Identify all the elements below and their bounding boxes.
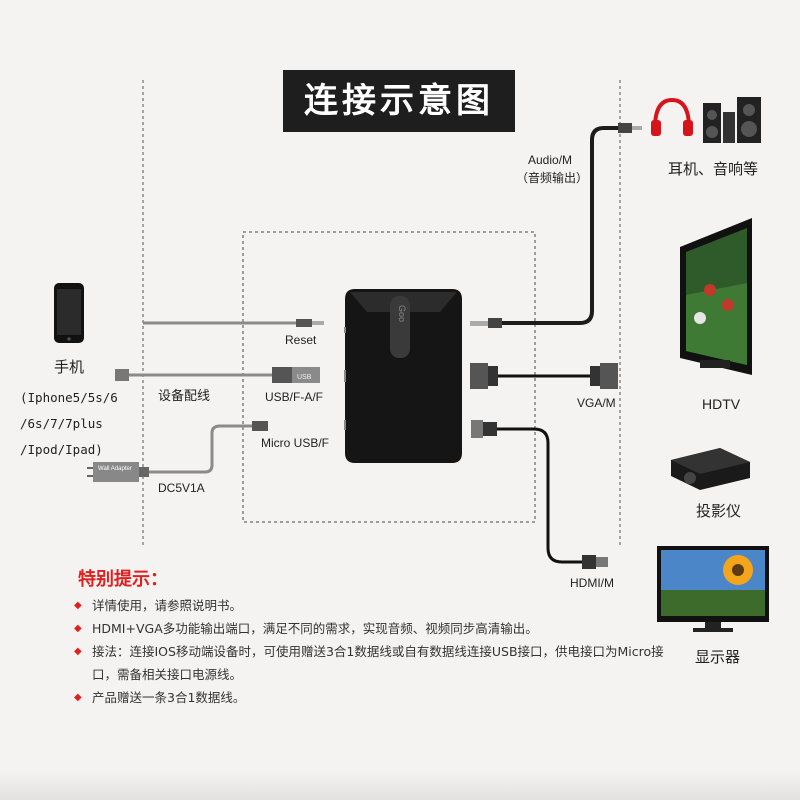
- hdmi-label: HDMI/M: [570, 576, 614, 590]
- speakers-icon: [703, 97, 761, 143]
- adapter-device: Goo: [344, 289, 462, 463]
- micro-usb-label: Micro USB/F: [261, 436, 330, 450]
- bullet-icon: ◆: [74, 646, 82, 657]
- cable-label: 设备配线: [158, 389, 211, 404]
- phone-model-line: /6s/7/7plus: [20, 416, 103, 431]
- tip-item: ◆ 产品赠送一条3合1数据线。: [74, 686, 674, 709]
- bullet-icon: ◆: [74, 692, 82, 703]
- monitor-icon: [657, 546, 769, 632]
- audio-cable: [470, 123, 642, 328]
- bullet-icon: ◆: [74, 623, 82, 634]
- tip-text: 详情使用，请参照说明书。: [92, 598, 243, 613]
- tip-item: ◆ 详情使用，请参照说明书。: [74, 594, 674, 617]
- phone-icon: [54, 283, 84, 343]
- monitor-label: 显示器: [695, 648, 741, 666]
- reset-cable: [143, 319, 324, 327]
- tip-text: 接法：连接IOS移动端设备时，可使用赠送3合1数据线或自有数据线连接USB接口，…: [92, 644, 664, 682]
- vga-cable: [470, 363, 618, 389]
- phone-model-line: /Ipod/Ipad): [20, 442, 103, 457]
- headphones-icon: [651, 97, 693, 136]
- usb-plug-text: USB: [297, 374, 312, 381]
- phone-label: 手机: [54, 358, 85, 376]
- audio-port-label-cn: （音频输出）: [516, 171, 589, 185]
- tips-list: ◆ 详情使用，请参照说明书。 ◆ HDMI+VGA多功能输出端口，满足不同的需求，实…: [74, 594, 674, 709]
- usb-port-label: USB/F-A/F: [265, 390, 324, 404]
- hdtv-icon: [680, 218, 752, 375]
- adapter-label: Wall Adapter: [98, 466, 132, 472]
- projector-icon: [671, 448, 750, 490]
- projector-label: 投影仪: [696, 502, 742, 520]
- device-dashed-box: [242, 231, 536, 523]
- vga-label: VGA/M: [577, 396, 616, 410]
- hdmi-cable: [471, 420, 608, 569]
- phone-models: (Iphone5/5s/6 /6s/7/7plus /Ipod/Ipad): [20, 385, 118, 463]
- tip-text: HDMI+VGA多功能输出端口，满足不同的需求，实现音频、视频同步高清输出。: [92, 621, 538, 636]
- phone-model-line: (Iphone5/5s/6: [20, 390, 118, 405]
- dc-cable: Wall Adapter: [87, 421, 268, 482]
- tip-text: 产品赠送一条3合1数据线。: [92, 690, 246, 705]
- hdtv-label: HDTV: [702, 396, 741, 412]
- tip-item: ◆ HDMI+VGA多功能输出端口，满足不同的需求，实现音频、视频同步高清输出。: [74, 617, 674, 640]
- usb-cable: USB: [115, 367, 320, 383]
- bottom-fade: [0, 770, 800, 800]
- tip-item: ◆ 接法：连接IOS移动端设备时，可使用赠送3合1数据线或自有数据线连接USB接口…: [74, 640, 674, 686]
- reset-label: Reset: [285, 333, 317, 347]
- device-logo-text: Goo: [397, 305, 407, 322]
- dc-label: DC5V1A: [158, 481, 205, 495]
- headphones-label: 耳机、音响等: [668, 160, 759, 178]
- page-title: 连接示意图: [283, 70, 515, 132]
- tips-title: 特别提示：: [78, 569, 168, 590]
- bullet-icon: ◆: [74, 600, 82, 611]
- audio-port-label: Audio/M: [528, 153, 573, 167]
